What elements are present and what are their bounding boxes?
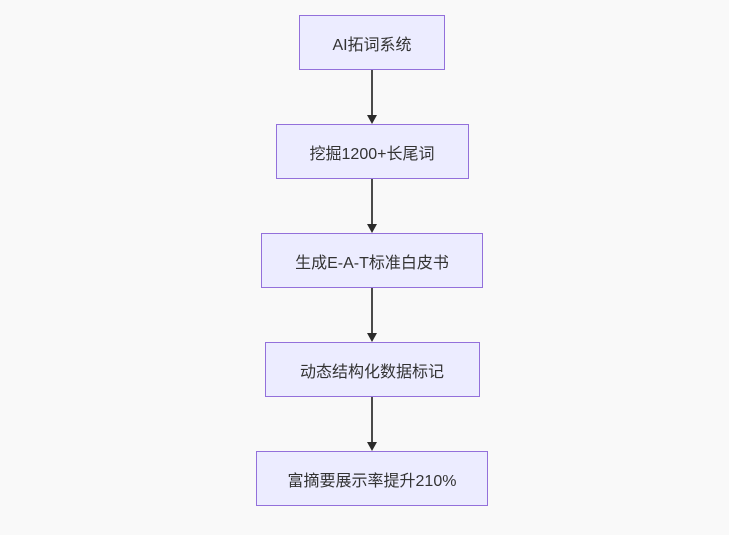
flow-node-eat-whitepaper: 生成E-A-T标准白皮书 — [261, 233, 483, 288]
flow-arrow-4 — [367, 397, 377, 451]
arrow-line — [371, 70, 373, 115]
flow-node-ai-word-system: AI拓词系统 — [299, 15, 445, 70]
node-label: 动态结构化数据标记 — [299, 363, 444, 381]
node-label: AI拓词系统 — [332, 36, 412, 54]
arrow-line — [371, 288, 373, 333]
arrow-line — [371, 397, 373, 442]
arrowhead-down-icon — [367, 333, 377, 342]
flow-arrow-1 — [367, 70, 377, 124]
flow-node-structured-data-markup: 动态结构化数据标记 — [264, 342, 480, 397]
arrow-line — [371, 179, 373, 224]
arrowhead-down-icon — [367, 224, 377, 233]
node-label: 挖掘1200+长尾词 — [309, 145, 435, 163]
flow-arrow-2 — [367, 179, 377, 233]
arrowhead-down-icon — [367, 115, 377, 124]
flow-node-rich-snippet-result: 富摘要展示率提升210% — [256, 451, 488, 506]
node-label: 生成E-A-T标准白皮书 — [295, 254, 449, 272]
flowchart: AI拓词系统 挖掘1200+长尾词 生成E-A-T标准白皮书 动态结构化数据标记 — [256, 15, 488, 506]
flow-arrow-3 — [367, 288, 377, 342]
flow-node-longtail-mining: 挖掘1200+长尾词 — [275, 124, 469, 179]
node-label: 富摘要展示率提升210% — [287, 472, 457, 490]
arrowhead-down-icon — [367, 442, 377, 451]
